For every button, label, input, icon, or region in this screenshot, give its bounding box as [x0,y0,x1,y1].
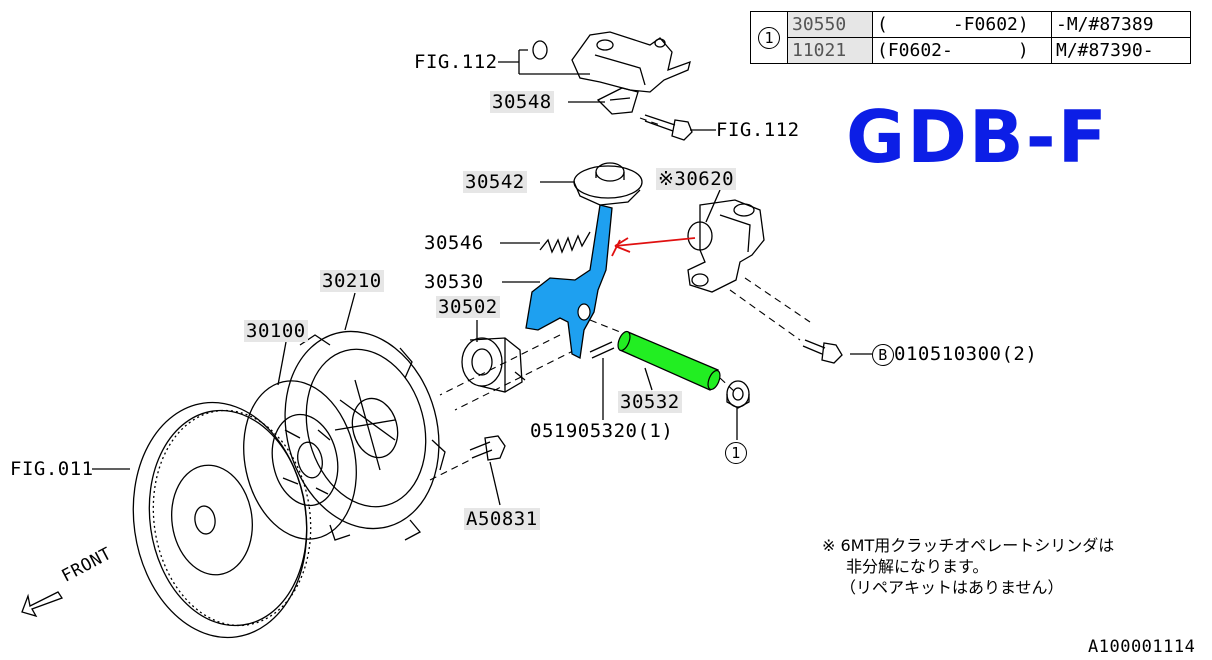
note-line-2: 非分解になります。 [846,557,989,576]
diagram-id: A100001114 [1088,637,1196,657]
bolt-fig112 [644,114,693,141]
label-30210[interactable]: 30210 [320,270,384,292]
note-line-1: ※ 6MT用クラッチオペレートシリンダは [822,536,1115,555]
dash-fork-bearing [439,334,576,411]
dash-bolt-cover [429,459,471,481]
label-fig112-bolt[interactable]: FIG.112 [716,119,800,141]
release-fork [525,204,613,359]
part-30548 [596,87,639,115]
table-range: (F0602- ) [872,37,1052,64]
dash-cylinder-bolt [729,277,811,341]
table-model: M/#87390- [1051,37,1191,64]
part-30210 [284,330,446,541]
label-30620[interactable]: ※30620 [656,168,737,190]
dash-shaft-bushing [719,377,736,393]
label-30542[interactable]: 30542 [463,171,527,193]
leader-fig112-top [498,49,590,75]
table-marker-cell: 1 [750,11,788,64]
dash-fork-shaft [589,319,641,341]
bolt-a50831 [469,435,506,461]
circle-marker-b: B [872,344,894,366]
leader-a50831 [489,461,501,506]
note-line-3: （リペアキットはありません） [840,578,1064,597]
circle-marker-1: 1 [725,442,747,464]
label-30502[interactable]: 30502 [436,296,500,318]
model-code: GDB-F [846,95,1109,179]
label-fig112-top[interactable]: FIG.112 [414,51,498,73]
reference-table: 1 30550 ( -F0602) -M/#87389 11021 (F0602… [750,11,1191,64]
pivot-shaft [617,330,721,391]
part-30502 [461,337,526,393]
part-bushing [726,380,750,409]
label-fig011[interactable]: FIG.011 [10,458,94,480]
pivot-bracket [532,31,691,93]
leader-30100 [277,341,287,386]
part-30620 [687,199,765,293]
label-30532[interactable]: 30532 [618,391,682,413]
leader-30210 [344,292,356,331]
part-051905320 [589,341,615,359]
leader-30620 [705,189,721,223]
label-a50831[interactable]: A50831 [464,508,540,530]
bolt-010510300 [802,339,843,364]
label-30548[interactable]: 30548 [490,91,554,113]
front-arrow [21,591,63,618]
label-30546[interactable]: 30546 [424,232,484,254]
dash-bracket-bolt [639,117,661,126]
table-part-number: 11021 [787,37,873,64]
flywheel-fig011 [132,401,312,639]
label-30100[interactable]: 30100 [244,320,308,342]
label-circle1[interactable]: 1 [725,441,747,464]
release-fork-hole [577,303,591,321]
circle-marker-1: 1 [758,26,780,49]
table-part-number: 30550 [787,11,873,38]
label-30530[interactable]: 30530 [424,271,484,293]
part-30546 [539,231,591,254]
table-model: -M/#87389 [1051,11,1191,38]
red-pushrod-arrow [611,237,696,257]
table-range: ( -F0602) [872,11,1052,38]
leader-30532 [644,367,653,391]
label-051905320[interactable]: 051905320(1) [530,420,674,442]
part-30100 [243,380,357,540]
part-30542 [573,162,643,206]
